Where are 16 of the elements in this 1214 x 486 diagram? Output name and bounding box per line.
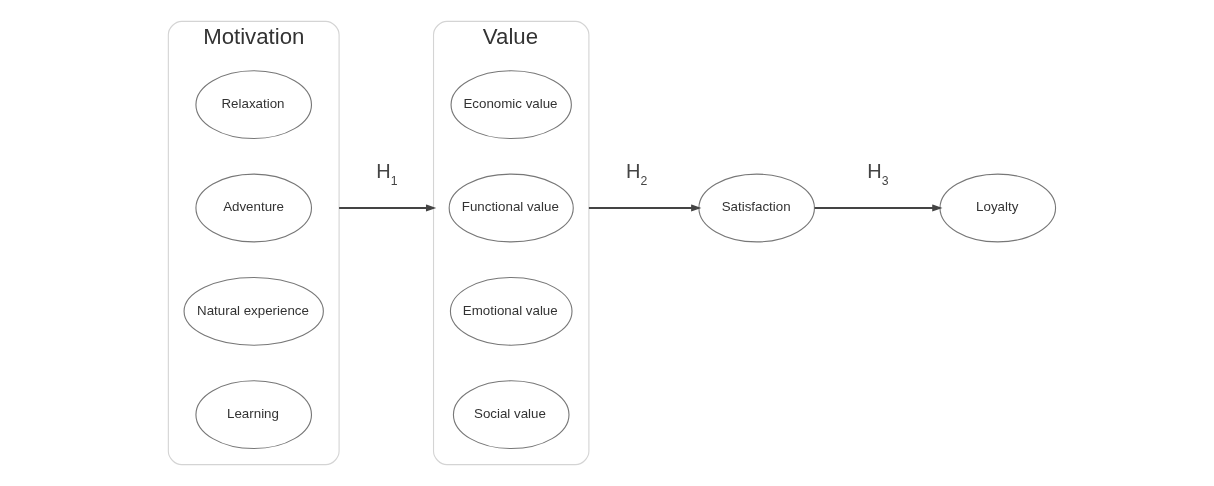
- node-ellipse: Learning: [194, 380, 312, 450]
- edge-label: H$_{3}$: [866, 160, 888, 189]
- edge-label: H$_{2}$: [625, 160, 647, 189]
- arrow: [337, 204, 436, 212]
- node-ellipse: Functional value: [448, 173, 574, 243]
- node-ellipse: Natural experience: [183, 276, 324, 346]
- node-ellipse: Loyalty: [938, 173, 1056, 243]
- edge-label: H$_{1}$: [375, 160, 398, 189]
- node-ellipse: Economic value: [450, 70, 572, 140]
- node-ellipse: Satisfaction: [697, 173, 815, 243]
- arrow: [587, 204, 701, 212]
- arrow: [813, 204, 942, 212]
- node-ellipse: Social value: [452, 380, 570, 450]
- node-ellipse: Emotional value: [449, 276, 573, 346]
- node-ellipse: Relaxation: [194, 70, 312, 140]
- node-ellipse: Adventure: [194, 173, 312, 243]
